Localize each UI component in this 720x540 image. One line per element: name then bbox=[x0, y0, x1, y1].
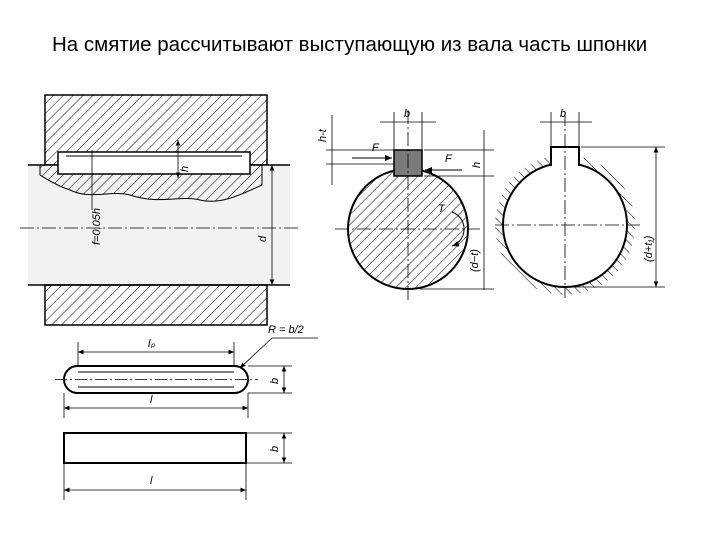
label-F-right: F bbox=[445, 153, 453, 165]
label-h-middle: h bbox=[471, 162, 483, 168]
label-f: f=0,05h bbox=[91, 208, 103, 245]
key-rounded-plan: lₚ R = b/2 b l bbox=[55, 324, 318, 418]
key-side bbox=[57, 151, 251, 175]
label-lp: lₚ bbox=[148, 338, 155, 350]
label-b-key1: b bbox=[269, 378, 281, 384]
label-d-plus-t1: (d+t₁) bbox=[643, 235, 655, 262]
label-R: R = b/2 bbox=[268, 324, 304, 336]
label-l-key2: l bbox=[150, 475, 153, 487]
cross-section-shaft: b h-t F F T h (d−t) bbox=[317, 108, 494, 300]
label-l-key1: l bbox=[150, 394, 153, 406]
label-d: d bbox=[257, 235, 269, 242]
label-h-minus-t: h-t bbox=[317, 128, 329, 142]
label-b-middle: b bbox=[404, 108, 410, 120]
side-section-view: h f=0,05h d bbox=[20, 94, 298, 326]
cross-section-hub: b (d+t₁) bbox=[495, 108, 665, 298]
slide-title: На смятие рассчитывают выступающую из ва… bbox=[52, 33, 648, 56]
label-b-key2: b bbox=[269, 446, 281, 452]
label-T: T bbox=[438, 203, 446, 215]
key-flat-plan: b l bbox=[63, 432, 292, 500]
hub-bottom-section bbox=[44, 284, 268, 326]
label-d-minus-t: (d−t) bbox=[469, 249, 481, 272]
label-b-right: b bbox=[560, 108, 566, 120]
label-F-left: F bbox=[372, 142, 380, 154]
label-h: h bbox=[179, 166, 191, 172]
